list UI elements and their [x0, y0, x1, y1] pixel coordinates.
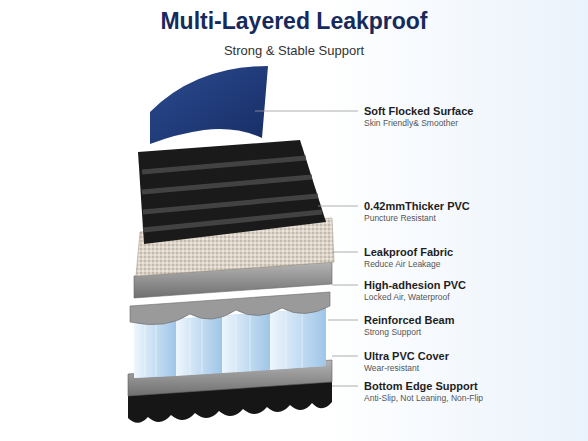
- leader-lines: [255, 111, 358, 386]
- callout-heading: 0.42mmThicker PVC: [364, 200, 470, 213]
- callout-note: Reduce Air Leakage: [364, 260, 441, 270]
- callout-heading: Reinforced Beam: [364, 314, 454, 327]
- callout-note: Puncture Resistant: [364, 214, 436, 224]
- callout-note: Wear-resistant: [364, 364, 419, 374]
- pvc-sheet: [138, 140, 326, 244]
- beam-top-sheet: [130, 292, 330, 325]
- callout-heading: Bottom Edge Support: [364, 380, 478, 393]
- callout-note: Skin Friendly& Smoother: [364, 119, 458, 129]
- callout-note: Locked Air, Waterproof: [364, 293, 450, 303]
- callout-heading: Ultra PVC Cover: [364, 350, 449, 363]
- subtitle: Strong & Stable Support: [0, 44, 588, 59]
- callout-note: Strong Support: [364, 328, 421, 338]
- callout-heading: High-adhesion PVC: [364, 279, 466, 292]
- title: Multi-Layered Leakproof: [0, 8, 588, 34]
- callout-note: Anti-Slip, Not Leaning, Non-Flip: [364, 394, 483, 404]
- flocked-surface: [150, 66, 268, 144]
- callout-heading: Soft Flocked Surface: [364, 105, 473, 118]
- callout-heading: Leakproof Fabric: [364, 246, 453, 259]
